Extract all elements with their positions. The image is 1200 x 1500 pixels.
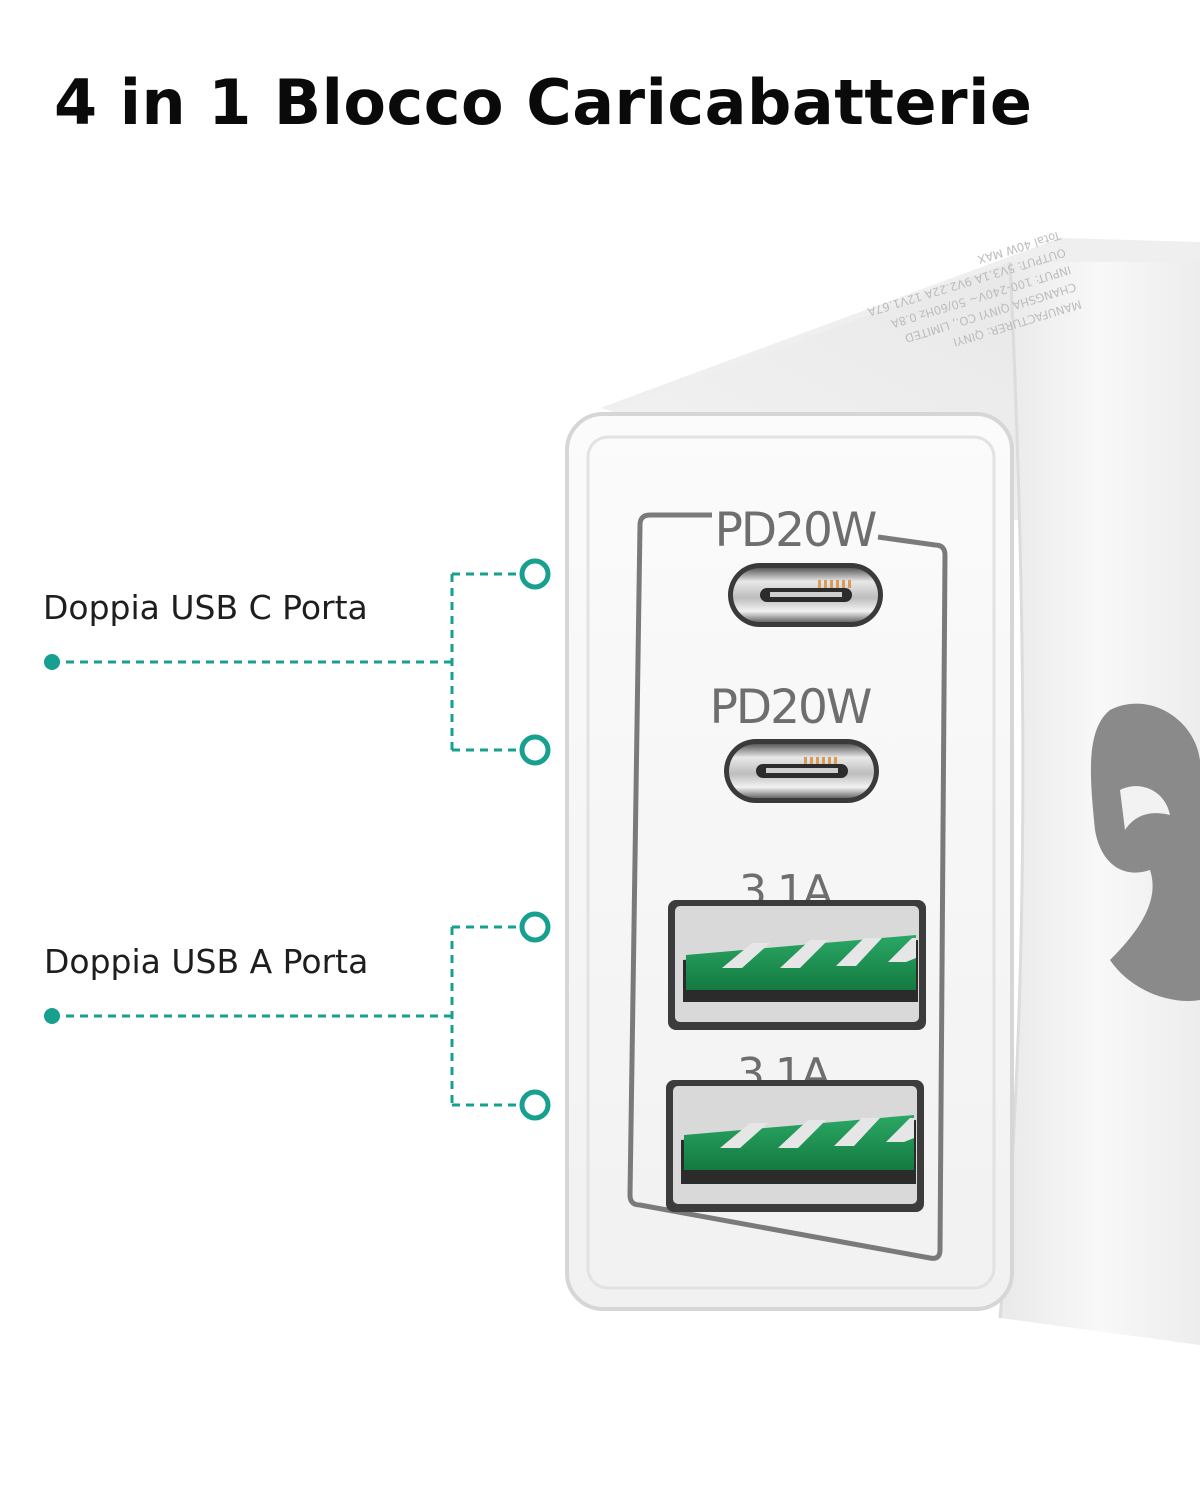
callout-dot	[44, 1008, 60, 1024]
port-label-usb-c-1: PD20W	[715, 503, 876, 558]
callout-connector-usb-a	[52, 925, 521, 1107]
brand-logo-icon	[1090, 703, 1200, 1001]
port-label-usb-c-2: PD20W	[710, 680, 871, 735]
callout-label-usb-a: Doppia USB A Porta	[44, 942, 369, 981]
usb-c-port	[728, 563, 883, 627]
port-panel-border	[627, 512, 948, 1261]
callout-label-usb-c: Doppia USB C Porta	[43, 588, 368, 627]
usb-a-port	[666, 1080, 924, 1212]
callout-ring-usb-c-2	[519, 734, 551, 766]
callout-ring-usb-a-1	[519, 911, 551, 943]
callout-connector-usb-c	[52, 572, 521, 752]
page-title: 4 in 1 Blocco Caricabatterie	[54, 66, 1033, 139]
usb-c-port	[724, 739, 879, 803]
callout-dot	[44, 654, 60, 670]
callout-ring-usb-a-2	[519, 1089, 551, 1121]
usb-a-port	[668, 900, 926, 1030]
callout-ring-usb-c-1	[519, 558, 551, 590]
